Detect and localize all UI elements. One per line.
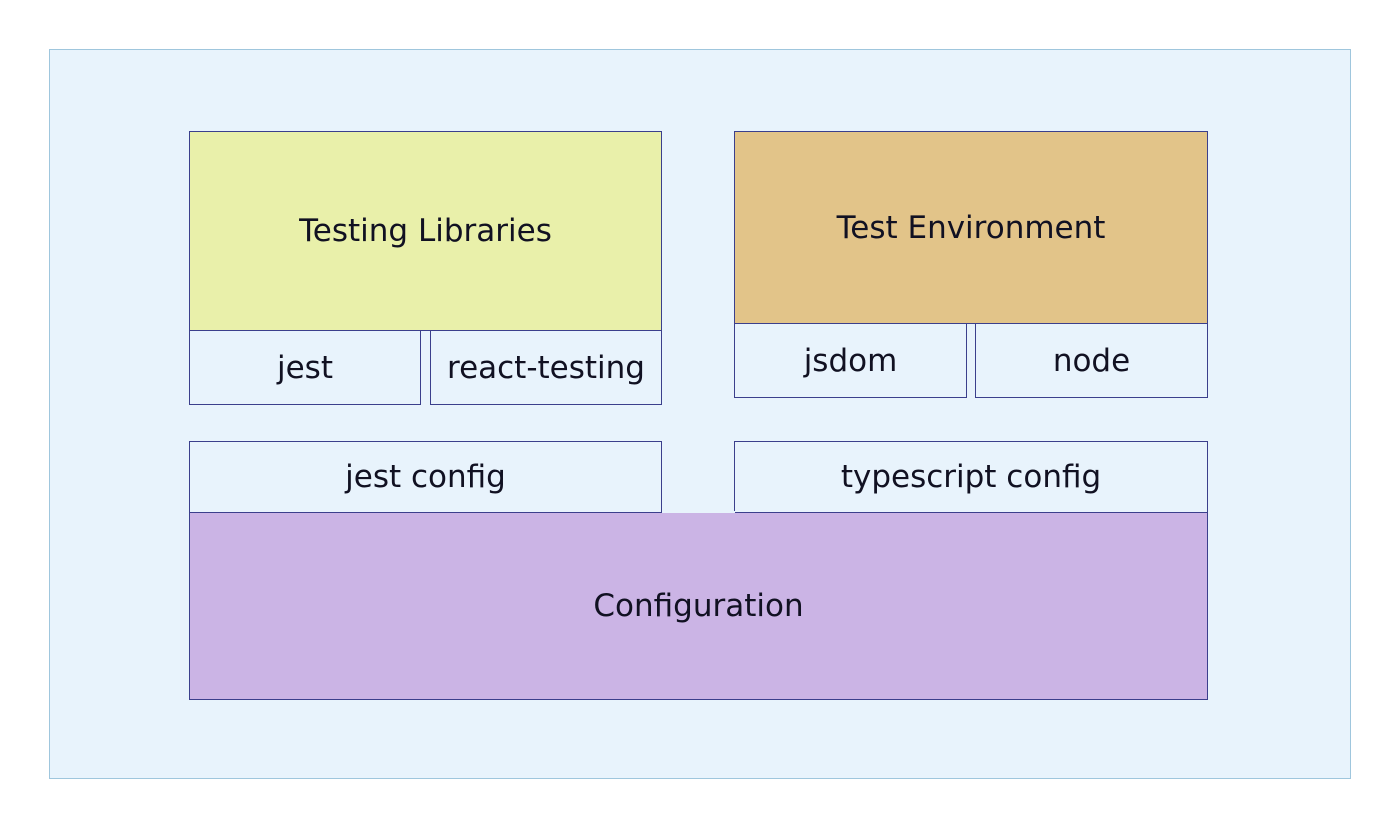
jsdom-label: jsdom	[803, 342, 898, 379]
test-environment-box: Test Environment	[734, 131, 1208, 324]
configuration-label: Configuration	[593, 588, 804, 624]
testing-libraries-label: Testing Libraries	[299, 213, 552, 249]
jest-box: jest	[189, 330, 421, 405]
configuration-box: Configuration	[189, 512, 1208, 700]
react-testing-box: react-testing	[430, 330, 662, 405]
typescript-config-label: typescript config	[840, 459, 1102, 495]
jest-config-box: jest config	[189, 441, 662, 513]
testing-libraries-box: Testing Libraries	[189, 131, 662, 331]
typescript-config-box: typescript config	[734, 441, 1208, 513]
test-environment-label: Test Environment	[836, 209, 1106, 246]
jest-label: jest	[277, 349, 333, 386]
node-box: node	[975, 323, 1208, 398]
jest-config-label: jest config	[345, 459, 506, 495]
react-testing-label: react-testing	[447, 349, 645, 386]
jsdom-box: jsdom	[734, 323, 967, 398]
config-connector	[662, 511, 735, 513]
node-label: node	[1052, 342, 1131, 379]
